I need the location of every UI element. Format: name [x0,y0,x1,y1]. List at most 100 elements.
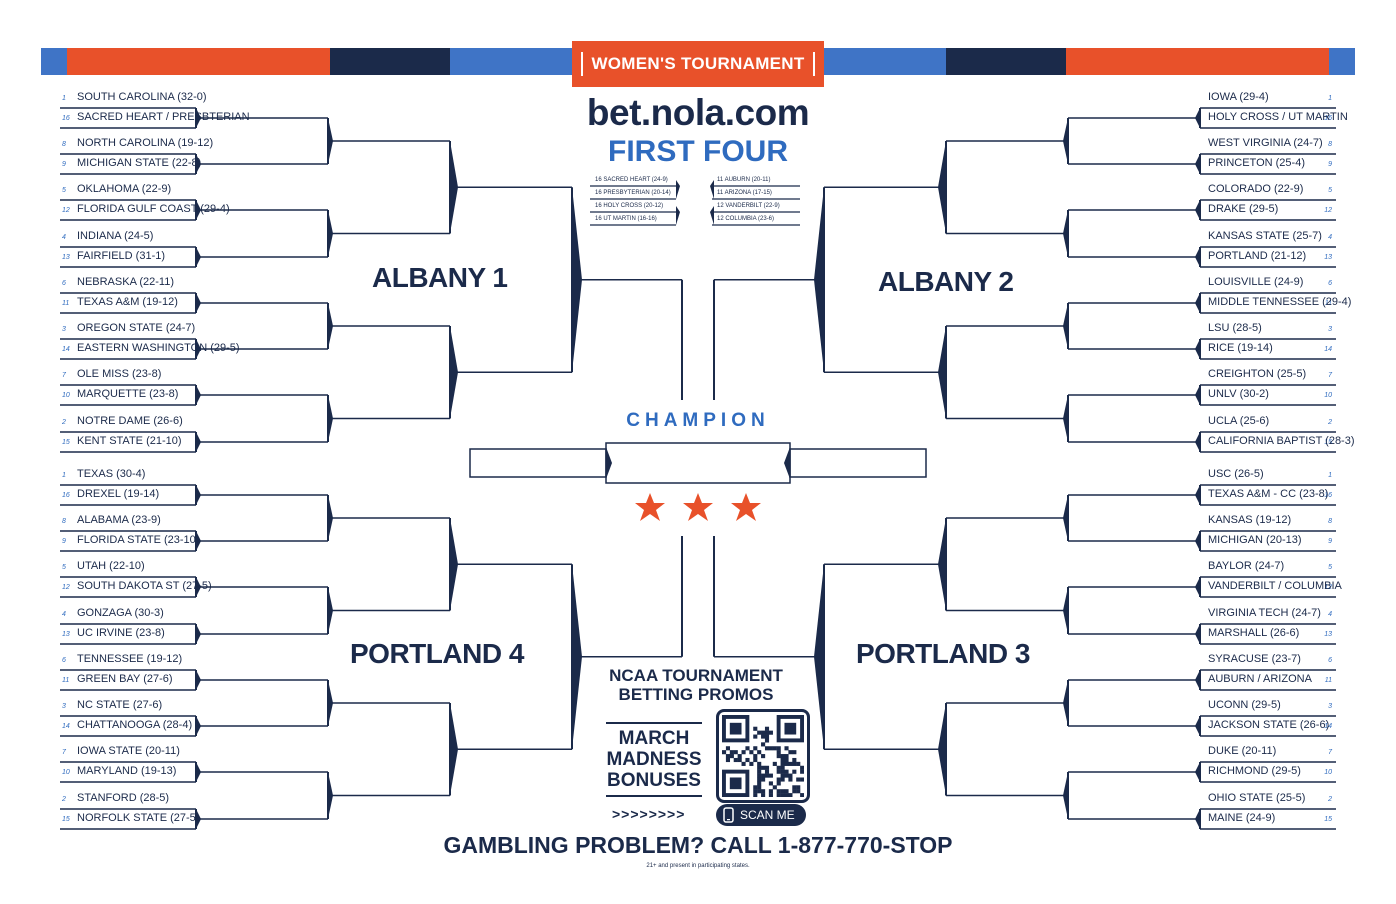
first-four-heading: FIRST FOUR [608,135,788,168]
promo-heading: NCAA TOURNAMENT BETTING PROMOS [609,666,783,704]
first-four-left-2: 16 PRESBYTERIAN (20-14) [595,190,671,196]
team-seed: 13 [62,254,70,261]
team-name: FLORIDA GULF COAST (29-4) [77,203,230,215]
team-seed: 3 [1328,703,1332,710]
team-name: LOUISVILLE (24-9) [1208,276,1304,288]
brand-logo[interactable]: bet.nola.com [586,92,810,133]
team-seed: 3 [1328,326,1332,333]
champion-box [789,448,927,478]
team-entry[interactable]: 13 PORTLAND (21-12) [1196,249,1336,264]
team-seed: 7 [62,749,66,756]
team-name: MAINE (24-9) [1208,812,1276,824]
arrows-text: >>>>>>>> [612,806,686,822]
team-name: HOLY CROSS / UT MARTIN [1208,111,1348,123]
team-entry[interactable]: 15 MAINE (24-9) [1196,811,1336,826]
team-seed: 4 [62,234,66,241]
qr-code[interactable] [716,709,810,803]
scan-me-button[interactable]: SCAN ME [716,804,806,826]
team-name: SOUTH CAROLINA (32-0) [77,91,207,103]
team-seed: 15 [1324,816,1332,823]
gambling-hotline[interactable]: GAMBLING PROBLEM? CALL 1-877-770-STOP [443,832,953,858]
region-label-portland-4: PORTLAND 4 [350,638,524,669]
bonus-text: MARCH MADNESS BONUSES [606,722,702,797]
team-name: TENNESSEE (19-12) [77,653,183,665]
team-name: MICHIGAN (20-13) [1208,534,1302,546]
top-band-segment [1329,48,1355,75]
team-name: PORTLAND (21-12) [1208,250,1307,262]
team-seed: 13 [1324,254,1332,261]
team-seed: 11 [62,677,70,684]
team-seed: 10 [1324,769,1332,776]
team-seed: 16 [1324,115,1332,122]
team-name: CALIFORNIA BAPTIST (28-3) [1208,435,1355,447]
bracket-arrow [606,447,612,479]
team-seed: 14 [1324,346,1332,353]
team-seed: 9 [1328,161,1332,168]
team-name: KANSAS STATE (25-7) [1208,230,1322,242]
bracket-arrow [710,206,714,225]
